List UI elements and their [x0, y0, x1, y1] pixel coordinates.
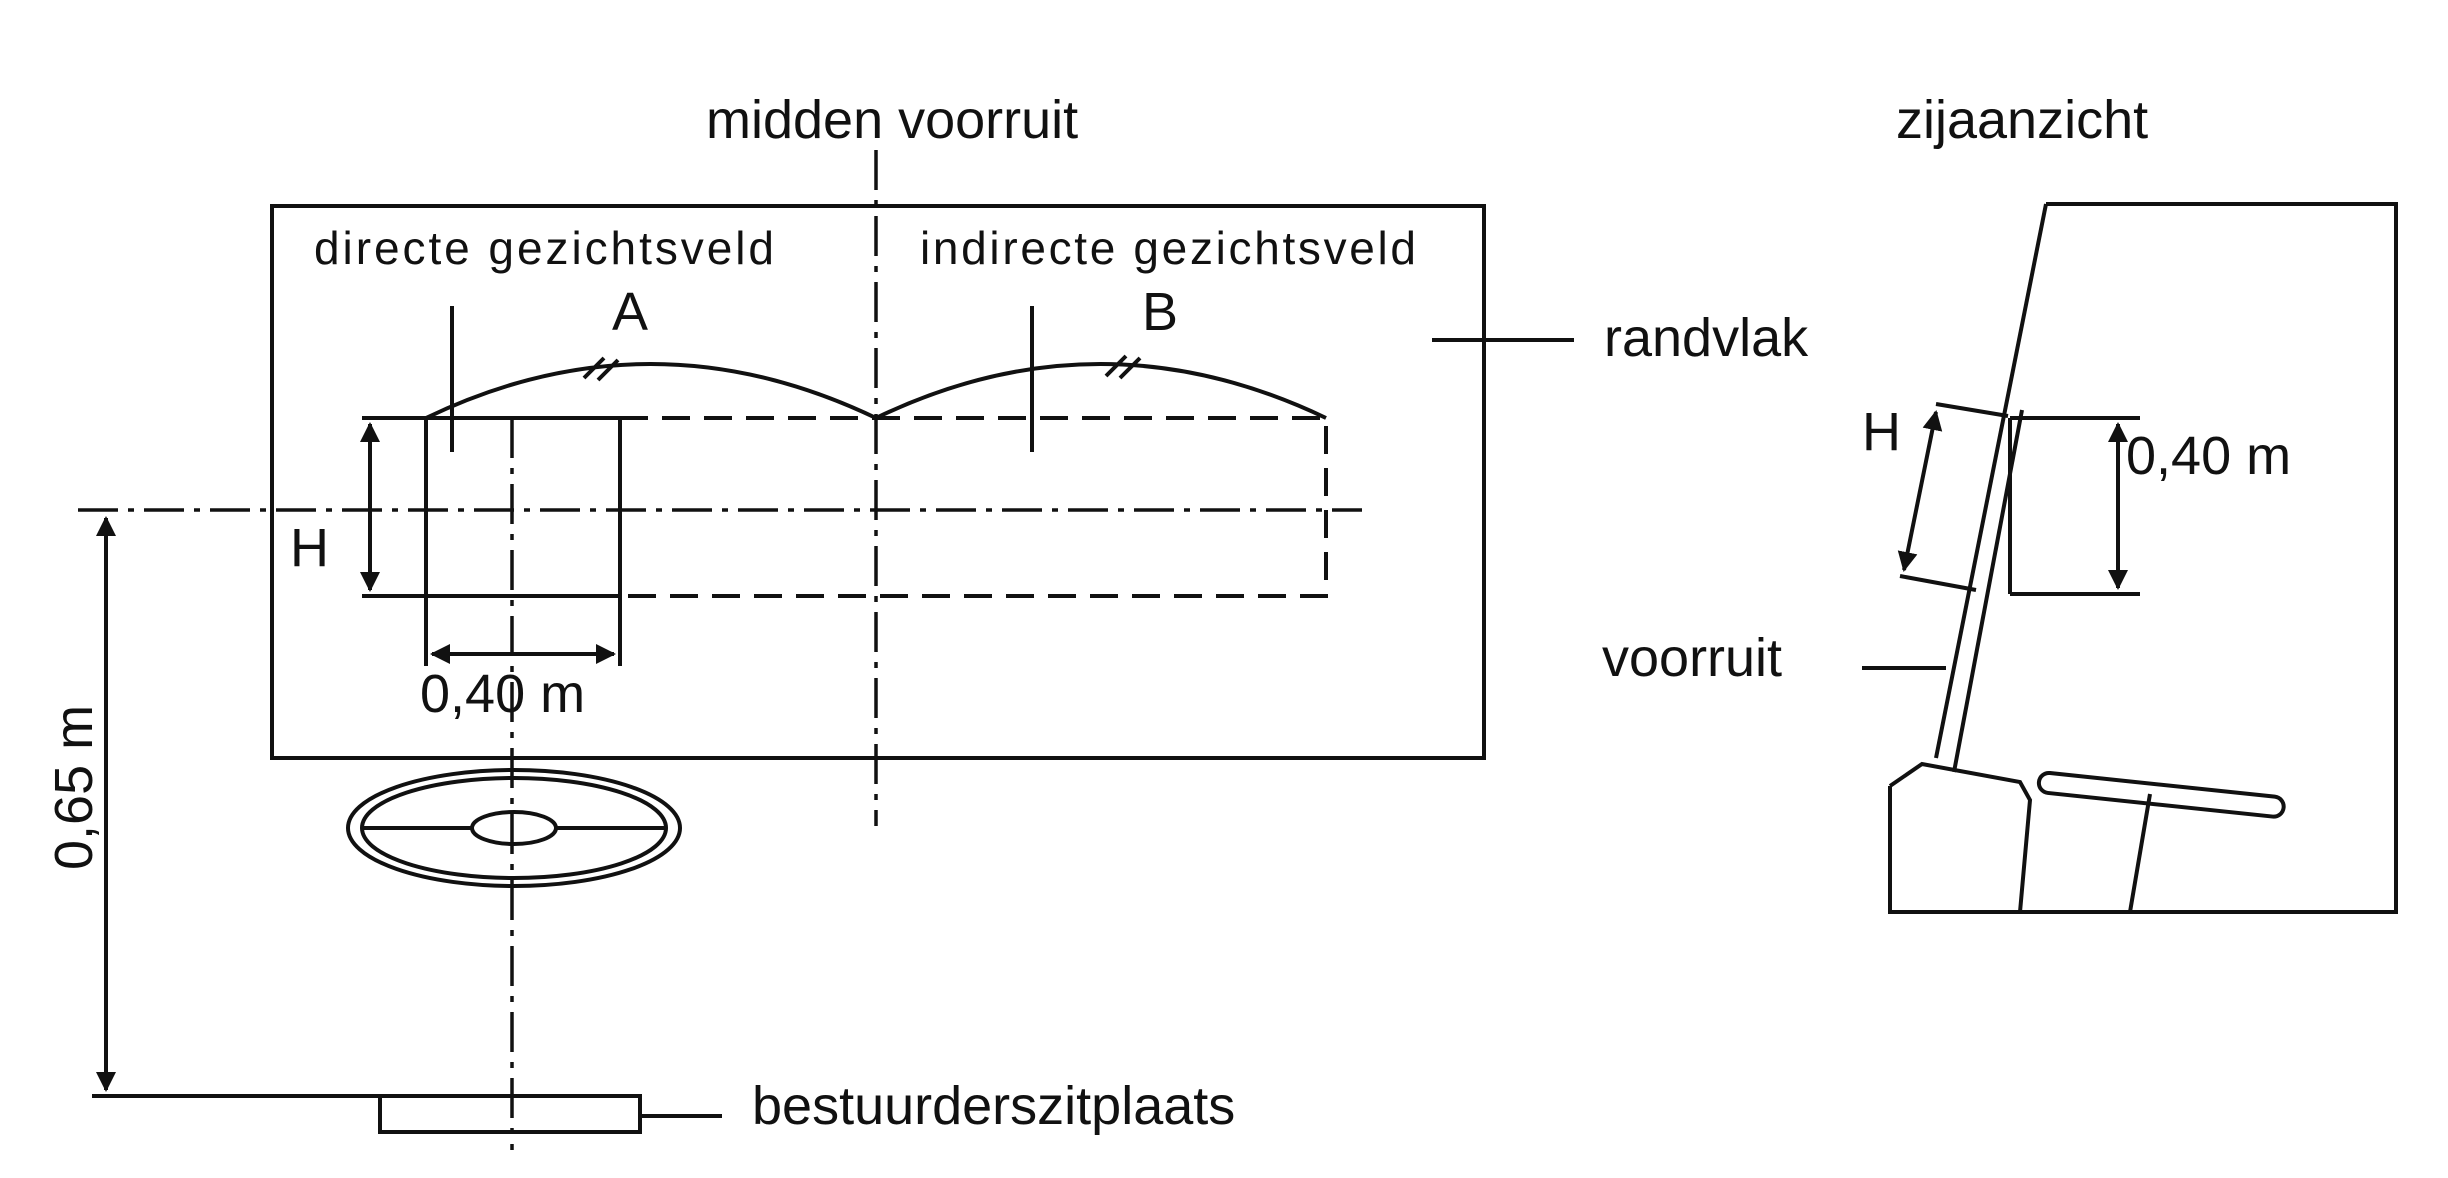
label-voorruit: voorruit — [1602, 628, 1782, 688]
dashboard — [1888, 761, 2033, 913]
label-bestuurderszitplaats: bestuurderszitplaats — [752, 1076, 1235, 1136]
arc-a-hash-2 — [596, 358, 620, 382]
label-midden-voorruit: midden voorruit — [706, 90, 1078, 150]
direct-field-square — [424, 416, 622, 598]
side-view — [1862, 202, 2398, 914]
label-040-front: 0,40 m — [420, 664, 585, 724]
windscreen-line-outer — [1934, 203, 2048, 759]
steering-column — [2128, 793, 2152, 913]
label-randvlak: randvlak — [1604, 308, 1809, 368]
label-directe-gezichtsveld: directe gezichtsveld — [314, 222, 774, 274]
h-side-ext-bottom — [1899, 574, 1977, 592]
front-view — [78, 150, 1574, 1150]
arc-b — [875, 362, 1327, 420]
label-h-side: H — [1862, 402, 1901, 462]
h-side-ext-top — [1935, 402, 2009, 418]
label-040-side: 0,40 m — [2126, 426, 2291, 486]
steering-wheel-side — [2036, 770, 2286, 819]
indirect-field-outline — [620, 416, 1328, 598]
windscreen-outline — [270, 204, 1486, 760]
label-a: A — [612, 282, 648, 342]
arc-b-hash-2 — [1118, 356, 1142, 380]
steering-wheel — [346, 768, 682, 888]
arc-a — [425, 362, 877, 420]
label-indirecte-gezichtsveld: indirecte gezichtsveld — [920, 222, 1416, 274]
label-b: B — [1142, 282, 1178, 342]
label-zijaanzicht: zijaanzicht — [1896, 90, 2148, 150]
vehicle-outline — [1888, 202, 2398, 914]
label-h-front: H — [290, 518, 329, 578]
arc-b-hash-1 — [1104, 354, 1128, 378]
h-side-dimension — [1897, 410, 1943, 572]
driver-seat — [378, 1094, 642, 1134]
label-065: 0,65 m — [44, 705, 104, 870]
arc-a-hash-1 — [582, 356, 606, 380]
